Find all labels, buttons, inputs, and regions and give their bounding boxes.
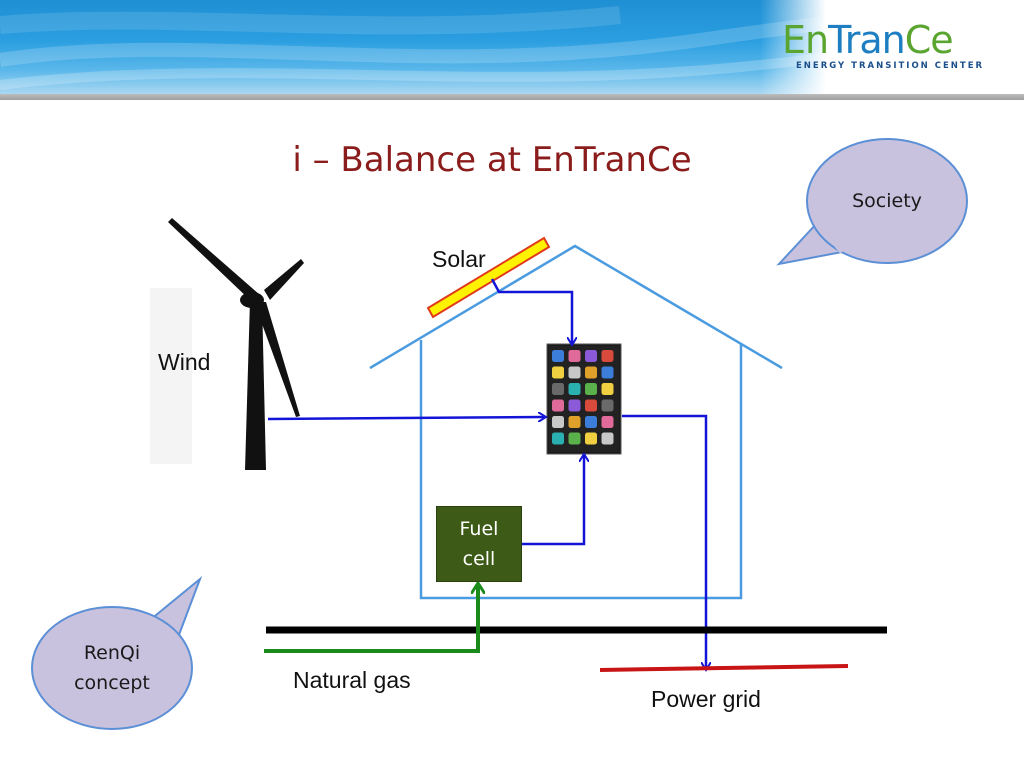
app-tile [552, 366, 564, 379]
app-tile [585, 366, 597, 379]
app-tile [601, 432, 614, 445]
renqi-bubble [31, 575, 203, 730]
smartphone-app-grid-icon [546, 343, 622, 455]
natural-gas-line [264, 586, 478, 653]
logo-part-3: Ce [904, 18, 954, 62]
slide-title: i – Balance at EnTranCe [292, 140, 692, 180]
app-tile [568, 383, 581, 395]
wind-label: Wind [158, 349, 211, 375]
fuel-cell-label-line2: cell [462, 548, 496, 570]
logo-part-2: Tran [828, 18, 906, 62]
app-tile [601, 383, 614, 395]
app-tile [552, 399, 564, 412]
society-bubble-text: Society [817, 186, 957, 216]
app-tile [601, 399, 614, 412]
app-tile [568, 366, 581, 379]
energy-flow-lines [267, 278, 706, 668]
solar-panel-icon [426, 236, 551, 319]
app-tile [568, 350, 581, 362]
society-bubble [776, 138, 968, 266]
banner-divider [0, 94, 1024, 100]
app-tile [552, 432, 564, 445]
natural-gas-label: Natural gas [293, 667, 411, 693]
entrance-logo: EnTranCe [782, 18, 982, 62]
app-tile [552, 383, 564, 395]
logo-tagline: ENERGY TRANSITION CENTER [796, 61, 985, 71]
wind-turbine-icon [150, 218, 304, 470]
app-tile [601, 366, 614, 379]
app-tile [568, 399, 581, 412]
fuel-cell-label-line1: Fuel [459, 518, 499, 540]
app-tile [601, 416, 614, 428]
solar-label: Solar [432, 246, 486, 272]
power-grid-label: Power grid [651, 686, 761, 712]
app-tile [568, 416, 581, 428]
house-outline-icon [369, 244, 783, 600]
renqi-label-line2: concept [74, 672, 150, 694]
society-label: Society [852, 190, 922, 212]
header-banner: EnTranCe ENERGY TRANSITION CENTER [0, 0, 1024, 100]
app-tile [568, 432, 581, 445]
app-tile [601, 350, 614, 362]
app-tile [585, 432, 597, 445]
app-tile [552, 350, 564, 362]
renqi-bubble-text: RenQi concept [42, 638, 182, 698]
app-tile [585, 416, 597, 428]
power-grid-line [599, 664, 849, 672]
app-tile [552, 416, 564, 428]
app-tile [585, 350, 597, 362]
logo-background [760, 0, 1024, 94]
renqi-label-line1: RenQi [83, 642, 141, 664]
app-tile [585, 383, 597, 395]
logo-part-1: En [782, 18, 829, 62]
app-tile [585, 399, 597, 412]
fuel-cell-box: Fuel cell [436, 506, 522, 582]
